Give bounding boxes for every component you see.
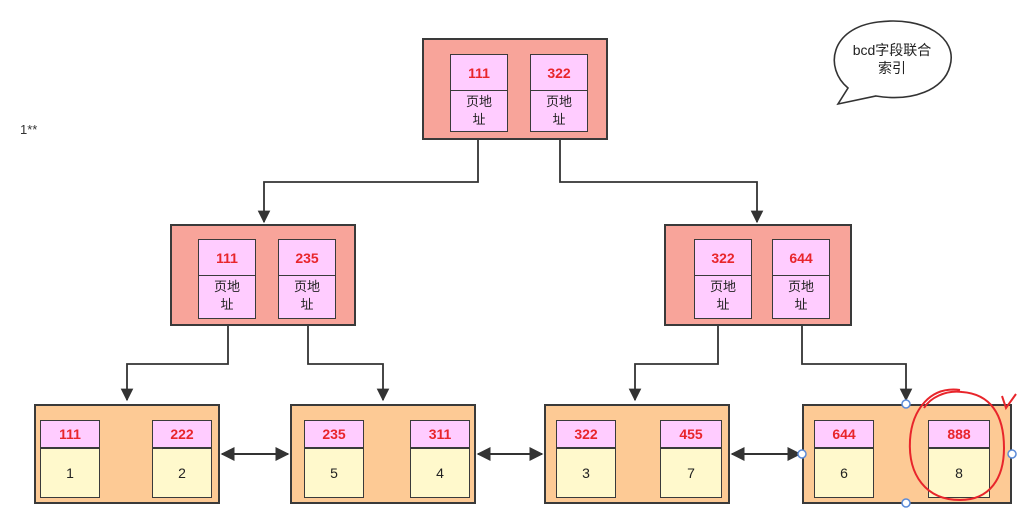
- selection-handle-bottom[interactable]: [901, 498, 911, 508]
- leaf4-data-1: 6: [814, 448, 874, 498]
- leaf1-data-2: 2: [152, 448, 212, 498]
- edge-ir-leaf4: [801, 326, 913, 402]
- internal-right-key-2: 644 页地址: [772, 239, 830, 319]
- leaf3-key-1: 322: [556, 420, 616, 448]
- leaf1-key-2: 222: [152, 420, 212, 448]
- internal-right-key-1: 322 页地址: [694, 239, 752, 319]
- leaf-node-1: 111 1 222 2: [34, 404, 220, 504]
- leaf3-data-1: 3: [556, 448, 616, 498]
- leaf2-key-2: 311: [410, 420, 470, 448]
- leaf2-data-1: 5: [304, 448, 364, 498]
- red-check-annotation: [1001, 393, 1017, 411]
- internal-node-left: 111 页地址 235 页地址: [170, 224, 356, 326]
- side-label: 1**: [20, 122, 38, 137]
- internal-node-right: 322 页地址 644 页地址: [664, 224, 852, 326]
- leaf-node-2: 235 5 311 4: [290, 404, 476, 504]
- edge-root-left: [257, 140, 479, 224]
- edge-il-leaf1: [120, 326, 229, 402]
- selection-handle-left[interactable]: [797, 449, 807, 459]
- leaf4-data-2: 8: [928, 448, 990, 498]
- leaf3-data-2: 7: [660, 448, 722, 498]
- edge-ir-leaf3: [628, 326, 719, 402]
- callout-text: bcd字段联合 索引: [852, 42, 932, 76]
- leaf-node-4: 644 6 888 8: [802, 404, 1012, 504]
- leaf3-key-2: 455: [660, 420, 722, 448]
- edge-root-right: [559, 140, 764, 224]
- leaf2-data-2: 4: [410, 448, 470, 498]
- leaf-node-3: 322 3 455 7: [544, 404, 730, 504]
- leaf4-key-1: 644: [814, 420, 874, 448]
- leaf1-key-1: 111: [40, 420, 100, 448]
- root-key-2: 322 页地址: [530, 54, 588, 132]
- root-key-1: 111 页地址: [450, 54, 508, 132]
- internal-left-key-1: 111 页地址: [198, 239, 256, 319]
- leaf2-key-1: 235: [304, 420, 364, 448]
- selection-handle-top[interactable]: [901, 399, 911, 409]
- selection-handle-right[interactable]: [1007, 449, 1017, 459]
- root-node: 111 页地址 322 页地址: [422, 38, 608, 140]
- red-circle-annotation: [908, 388, 1006, 502]
- callout-bubble: [833, 20, 952, 106]
- leaf4-key-2: 888: [928, 420, 990, 448]
- edge-il-leaf2: [307, 326, 390, 402]
- internal-left-key-2: 235 页地址: [278, 239, 336, 319]
- leaf1-data-1: 1: [40, 448, 100, 498]
